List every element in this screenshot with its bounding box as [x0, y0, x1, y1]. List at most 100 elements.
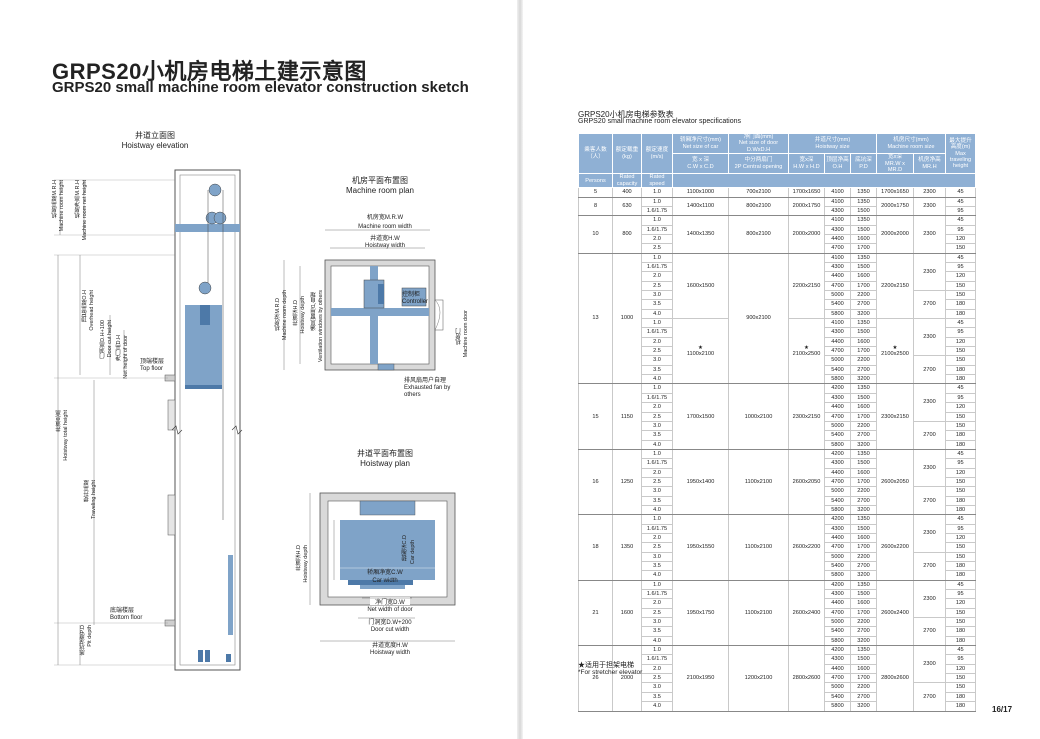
cell-car: 1700x1500: [672, 383, 729, 450]
th-door: 净门面(mm)Net size of door D.WxD.H: [728, 132, 789, 155]
cell-pd: 3200: [850, 636, 877, 647]
cell-oh: 5400: [824, 561, 851, 572]
cell-pd: 2700: [850, 561, 877, 572]
cell-capacity: 2000: [612, 645, 642, 712]
cell-capacity: 800: [612, 215, 642, 254]
cell-speed: 1.0: [641, 253, 673, 264]
cell-speed: 3.0: [641, 682, 673, 693]
cell-mrh: 2700: [913, 421, 946, 450]
machine-room-plan-diagram: [283, 229, 444, 371]
cell-speed: 1.0: [641, 187, 673, 198]
cell-speed: 2.5: [641, 412, 673, 422]
cell-pd: 2700: [850, 430, 877, 441]
cell-mrh: 2300: [913, 580, 946, 619]
cell-door: 900x2100: [728, 253, 789, 385]
cell-pd: 1700: [850, 243, 877, 254]
cell-pd: 1600: [850, 234, 877, 245]
cell-oh: 5800: [824, 636, 851, 647]
cell-pd: 1700: [850, 281, 877, 292]
cell-oh: 4100: [824, 215, 851, 226]
hoistway-elevation-diagram: [54, 169, 243, 671]
cell-speed: 1.6/1.75: [641, 327, 673, 338]
table-title-zh: GRPS20小机房电梯参数表: [578, 110, 674, 119]
cell-oh: 4300: [824, 206, 851, 217]
cell-travel: 150: [945, 290, 976, 301]
cell-hwhd: 2600x2400: [788, 580, 825, 647]
cell-persons: 10: [578, 215, 613, 254]
cell-speed: 2.5: [641, 673, 673, 684]
cell-travel: 95: [945, 589, 976, 600]
cell-mr: 2600x2050: [876, 449, 914, 516]
mr-height-zh: 机房高度M.R.H: [52, 180, 58, 218]
table-title-en: GRPS20 small machine room elevator speci…: [578, 118, 742, 125]
cell-travel: 120: [945, 664, 976, 675]
cell-persons: 16: [578, 449, 613, 516]
cell-speed: 2.5: [641, 608, 673, 619]
cell-oh: 5000: [824, 355, 851, 366]
cell-mrh: 2700: [913, 682, 946, 712]
cell-capacity: 1350: [612, 514, 642, 581]
cell-travel: 45: [945, 645, 976, 656]
door-cut-en: Door cut height: [107, 320, 113, 358]
cell-travel: 180: [945, 309, 976, 320]
cell-pd: 1700: [850, 346, 877, 357]
cell-pd: 2200: [850, 421, 877, 432]
cell-speed: 2.0: [641, 468, 673, 478]
cell-speed: 2.0: [641, 337, 673, 348]
cell-oh: 5400: [824, 496, 851, 506]
hp-dcw-zh: 门洞宽D.W+200: [368, 620, 412, 626]
hw-plan-title-en: Hoistway plan: [360, 459, 410, 468]
cell-travel: 150: [945, 486, 976, 497]
mr-width-zh: 机房宽M.R.W: [366, 215, 404, 221]
cell-pd: 1500: [850, 393, 877, 404]
th-persons: 乘客人数（人）: [578, 132, 613, 175]
cell-pd: 1600: [850, 598, 877, 609]
cell-speed: 2.0: [641, 598, 673, 609]
stretcher-star-icon: ★: [892, 344, 898, 351]
cell-persons: 26: [578, 645, 613, 712]
cell-speed: 3.5: [641, 626, 673, 637]
cell-mrh: 2300: [913, 187, 946, 198]
cell-oh: 5800: [824, 701, 851, 712]
cell-capacity: 1250: [612, 449, 642, 516]
cell-travel: 180: [945, 692, 976, 703]
cell-pd: 2200: [850, 552, 877, 563]
vent-zh: 通风窗用户自理: [311, 292, 317, 331]
cell-pd: 1600: [850, 402, 877, 413]
cell-pd: 1700: [850, 477, 877, 488]
cell-hwhd: 2000x2000: [788, 215, 825, 254]
cell-pd: 1500: [850, 458, 877, 469]
cell-oh: 4300: [824, 327, 851, 338]
net-door-zh: 净门高D.H: [116, 335, 122, 361]
cell-pd: 3200: [850, 505, 877, 516]
cell-mr: 2000x1750: [876, 197, 914, 217]
cell-speed: 3.0: [641, 421, 673, 432]
pit-depth-en: Pit depth: [87, 625, 93, 647]
cell-oh: 5000: [824, 682, 851, 693]
cell-pd: 1700: [850, 608, 877, 619]
cell-pd: 1600: [850, 468, 877, 478]
cell-oh: 4700: [824, 412, 851, 422]
cell-hwhd: 2600x2050: [788, 449, 825, 516]
cell-oh: 5000: [824, 552, 851, 563]
cell-mr: 2600x2200: [876, 514, 914, 581]
cell-oh: 4200: [824, 383, 851, 394]
fan-zh: 排风扇用户自理: [404, 378, 447, 384]
